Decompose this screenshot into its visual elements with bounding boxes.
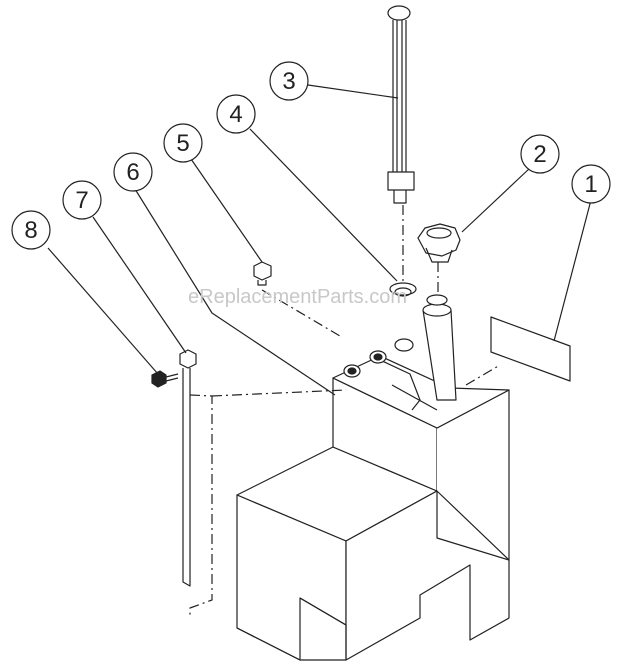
part-4-grommet <box>389 282 417 297</box>
callout-3-label: 3 <box>282 68 295 95</box>
part-5-fitting <box>253 261 272 286</box>
part-7-strap <box>179 349 197 587</box>
fuel-tank <box>236 294 510 661</box>
part-2-fuel-cap <box>417 223 461 263</box>
part-8-screw <box>151 370 179 388</box>
callout-2-label: 2 <box>533 141 546 168</box>
callout-1: 1 <box>571 164 611 204</box>
callout-8: 8 <box>11 210 51 250</box>
assembly-lines <box>189 205 501 618</box>
leader-lines <box>47 84 592 396</box>
callout-6: 6 <box>113 152 153 192</box>
callout-7: 7 <box>62 180 102 220</box>
callout-2: 2 <box>520 134 560 174</box>
watermark: eReplacementParts.com <box>188 286 407 308</box>
callout-7-label: 7 <box>75 187 88 214</box>
callout-3: 3 <box>269 61 309 101</box>
callout-4: 4 <box>216 94 256 134</box>
part-1-label <box>490 316 571 382</box>
part-3-fuel-sender <box>387 5 415 204</box>
callout-5: 5 <box>163 123 203 163</box>
callout-1-label: 1 <box>584 171 597 198</box>
callout-4-label: 4 <box>229 101 242 128</box>
callout-8-label: 8 <box>24 217 37 244</box>
callout-6-label: 6 <box>126 159 139 186</box>
callout-5-label: 5 <box>176 130 189 157</box>
